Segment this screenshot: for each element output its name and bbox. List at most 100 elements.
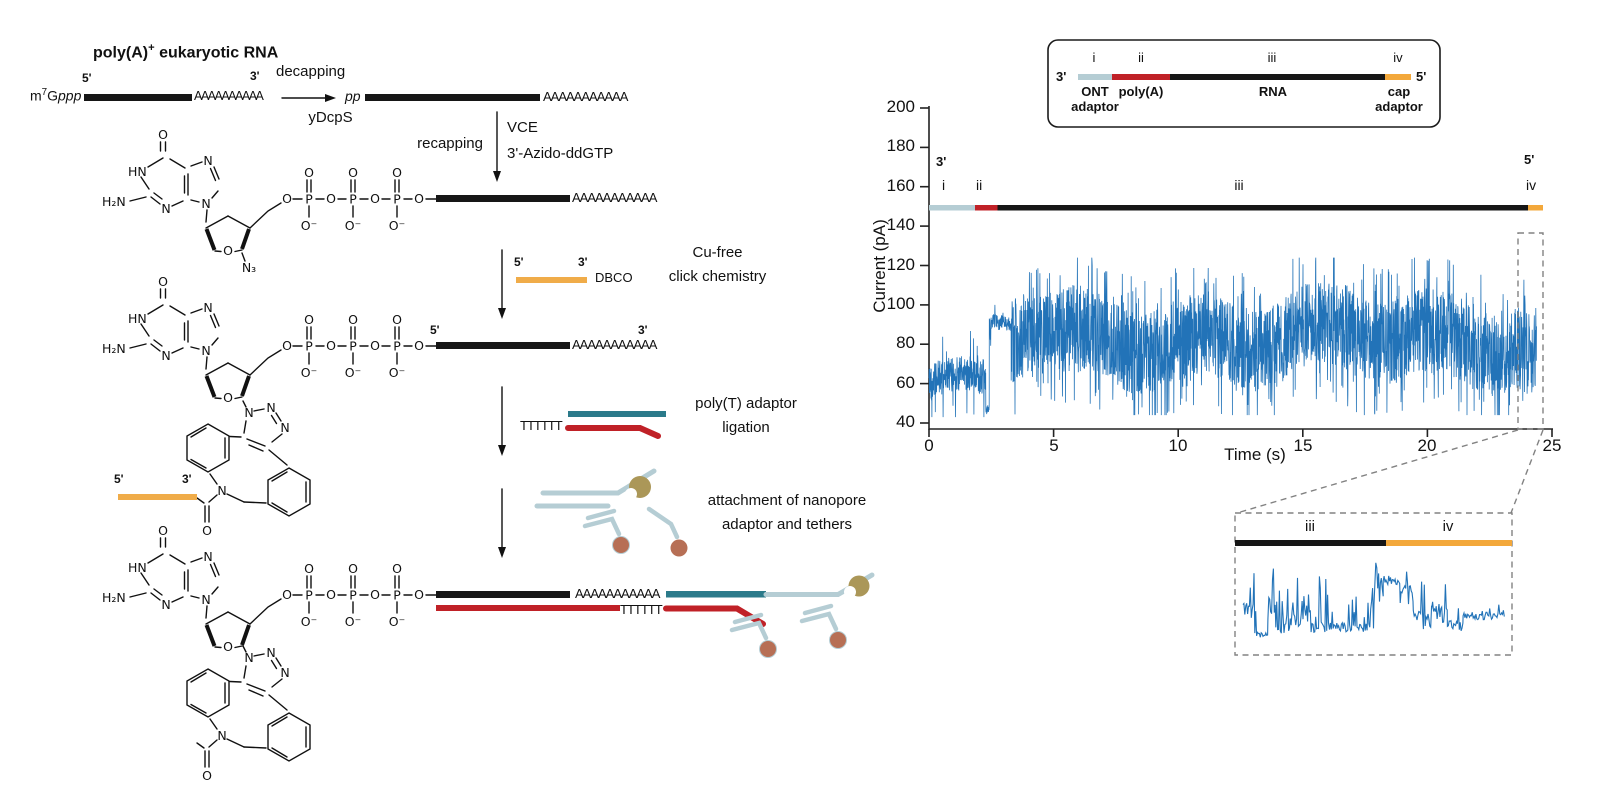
legend-numeral-iii: iii	[1267, 50, 1277, 65]
x-tick-label: 15	[1293, 436, 1313, 455]
polyT-text: TTTTTT	[520, 418, 563, 433]
nanopore-adaptor-graphic	[534, 468, 688, 557]
polyT-adaptor-bottom-bar	[565, 425, 661, 439]
adaptor-top-bar	[666, 591, 766, 598]
three-prime-label: 3'	[250, 69, 260, 83]
five-prime-label: 5'	[430, 323, 440, 337]
polyT-strand-bar	[436, 605, 620, 611]
legend-label-cap2: adaptor	[1375, 99, 1423, 114]
inset-bar-iii	[1235, 540, 1386, 546]
polyA-tail-text: AAAAAAAAAAA	[543, 89, 628, 104]
polyA-tail-text: AAAAAAAAAAA	[575, 586, 660, 601]
recapping-label: recapping	[417, 135, 483, 152]
legend-label-ont: ONT	[1081, 84, 1109, 99]
ann-five-prime: 5'	[1524, 152, 1535, 167]
x-tick-label: 20	[1417, 436, 1437, 455]
legend-box	[1047, 39, 1441, 128]
structure-azido-ddGTP: N₃	[100, 125, 570, 275]
dbco-label: DBCO	[595, 270, 633, 285]
ann-ii: ii	[976, 177, 983, 193]
trace-main	[928, 257, 1537, 418]
current-trace-chart	[920, 39, 1553, 656]
legend-label-cap: cap	[1387, 84, 1411, 99]
legend-label-rna: RNA	[1258, 84, 1288, 99]
inset-bar-iv	[1386, 540, 1512, 546]
x-axis-title: Time (s)	[1224, 445, 1286, 464]
polyA-tail-text: AAAAAAAAAAA	[572, 337, 657, 352]
arrow-right-icon	[325, 94, 336, 102]
inset-box	[1234, 512, 1513, 656]
three-prime-label: 3'	[182, 472, 192, 486]
inset-label-iv: iv	[1442, 518, 1454, 535]
cufree-label: Cu-free	[692, 244, 743, 261]
ann-three-prime: 3'	[936, 154, 947, 169]
zoom-region-box	[1517, 232, 1544, 430]
rna-bar	[84, 94, 192, 101]
legend-numeral-iv: iv	[1393, 50, 1403, 65]
x-tick-label: 0	[924, 436, 934, 455]
dbco-oligo-bar	[516, 277, 587, 283]
rna-bar	[436, 342, 570, 349]
y-tick-label: 60	[896, 373, 915, 392]
x-ticks	[928, 429, 1553, 437]
attachment-label-2: adaptor and tethers	[721, 516, 853, 533]
tether-icon	[802, 606, 847, 649]
y-tick-label: 80	[896, 333, 915, 352]
y-tick-label: 40	[896, 412, 915, 431]
y-ticks	[920, 107, 929, 424]
arrow-down-icon	[498, 547, 506, 558]
polyT-text: TTTTTT	[620, 602, 663, 617]
legend-label-polyA: poly(A)	[1118, 84, 1164, 99]
y-tick-label: 100	[886, 294, 915, 313]
cap-adaptor-bar	[118, 494, 197, 500]
x-tick-label: 5	[1049, 436, 1059, 455]
decapping-label: decapping	[276, 63, 346, 80]
ligation-label: ligation	[722, 419, 770, 436]
scheme-title: poly(A)+ eukaryotic RNA	[93, 42, 279, 62]
trace-inset	[1242, 562, 1505, 638]
y-tick-label: 140	[886, 215, 915, 234]
three-prime-label: 3'	[578, 255, 588, 269]
x-tick-label: 10	[1168, 436, 1188, 455]
segment-annotation-bar	[929, 205, 1543, 211]
legend-three-prime: 3'	[1056, 69, 1067, 84]
five-prime-label: 5'	[82, 71, 92, 85]
polyT-adaptor-label: poly(T) adaptor	[695, 395, 797, 412]
azido-ddgtp-label: 3'-Azido-ddGTP	[507, 145, 614, 162]
y-tick-label: 180	[886, 136, 915, 155]
enzyme-label: yDcpS	[308, 109, 353, 126]
ann-iv: iv	[1526, 177, 1537, 193]
arrow-down-icon	[493, 171, 501, 182]
legend-label-ont2: adaptor	[1071, 99, 1119, 114]
zoom-connector	[1236, 429, 1519, 514]
click-chemistry-label: click chemistry	[668, 268, 767, 285]
zoom-connector	[1510, 429, 1544, 514]
legend-numeral-ii: ii	[1138, 50, 1144, 65]
legend-five-prime: 5'	[1416, 69, 1427, 84]
ann-i: i	[942, 177, 946, 193]
five-prime-label: 5'	[114, 472, 124, 486]
structure-clicked-cap	[100, 272, 570, 539]
attachment-label-1: attachment of nanopore	[707, 492, 867, 509]
arrow-down-icon	[498, 445, 506, 456]
reaction-scheme: N₃	[84, 94, 875, 784]
y-tick-label: 200	[886, 97, 915, 116]
rna-bar	[436, 195, 570, 202]
tether-ball-icon	[670, 539, 688, 557]
vce-label: VCE	[507, 119, 538, 136]
legend-numeral-i: i	[1092, 50, 1096, 65]
inset-label-iii: iii	[1305, 518, 1315, 535]
structure-final-library	[100, 521, 875, 784]
polyA-tail-text: AAAAAAAAAAA	[572, 190, 657, 205]
three-prime-label: 3'	[638, 323, 648, 337]
y-tick-label: 160	[886, 176, 915, 195]
ann-iii: iii	[1234, 177, 1244, 193]
pp-label: pp	[345, 88, 361, 104]
y-tick-label: 120	[886, 255, 915, 274]
atom-label: N₃	[242, 260, 256, 275]
five-prime-label: 5'	[514, 255, 524, 269]
rna-bar	[365, 94, 540, 101]
cap-m7Gppp-label: m7Gppp	[30, 87, 82, 104]
